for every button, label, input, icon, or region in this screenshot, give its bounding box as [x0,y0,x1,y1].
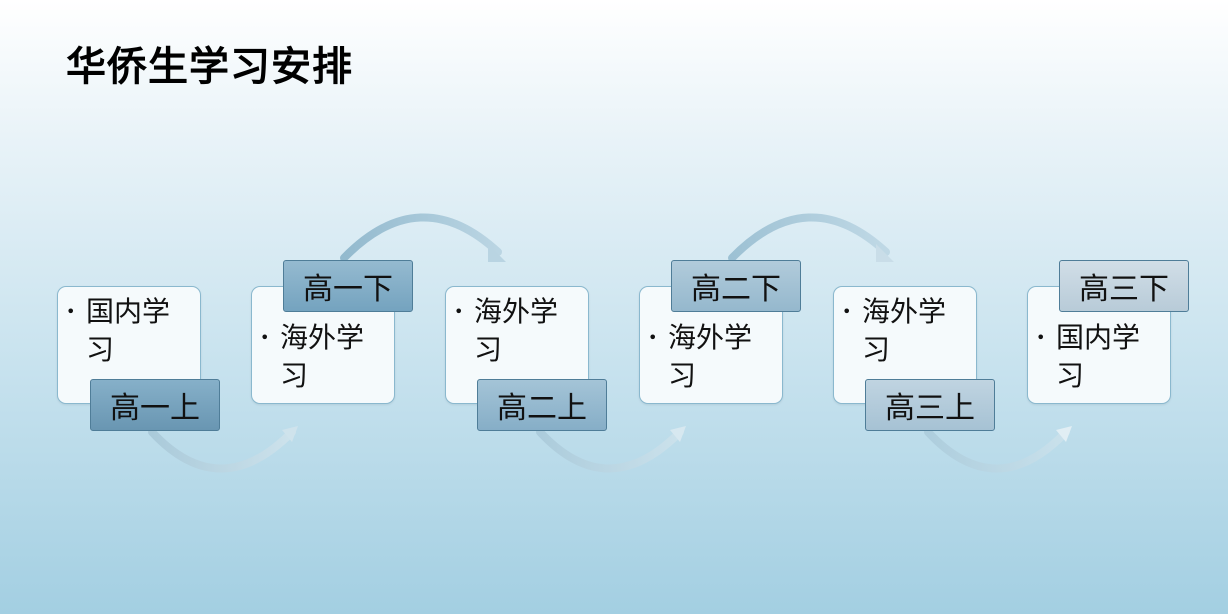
step-2-text: 海外学习 [280,321,365,392]
step-card-3-content: • 海外学习 [454,293,582,369]
arrow-lower-1 [148,428,296,473]
step-label-2-text: 高一下 [303,272,393,307]
bullet-icon: • [454,302,464,321]
arrow-upper-1-head [488,244,506,262]
step-label-4-text: 高二下 [691,272,781,307]
step-3-text: 海外学习 [474,295,559,366]
step-label-1-text: 高一上 [110,391,200,426]
bullet-icon: • [648,328,658,347]
arrow-upper-1 [340,213,502,262]
bullet-icon: • [1036,328,1046,347]
step-label-1: 高一上 [90,379,220,431]
arrow-lower-1-head [282,426,298,442]
step-5-text: 海外学习 [862,295,947,366]
step-card-5-content: • 海外学习 [842,293,970,369]
step-card-6-content: • 国内学习 [1036,319,1164,395]
arrow-lower-3-head [1056,426,1072,442]
step-card-4-content: • 海外学习 [648,319,776,395]
step-label-5-text: 高三上 [885,391,975,426]
arrow-lower-3 [924,428,1070,473]
step-label-3: 高二上 [477,379,607,431]
arrow-upper-2 [728,213,890,262]
bullet-icon: • [842,302,852,321]
step-card-2-content: • 海外学习 [260,319,388,395]
step-6-text: 国内学习 [1056,321,1141,392]
step-4-text: 海外学习 [668,321,753,392]
bullet-icon: • [260,328,270,347]
bullet-icon: • [66,302,76,321]
step-card-1-content: • 国内学习 [66,293,194,369]
page-title: 华侨生学习安排 [66,44,353,90]
step-label-2: 高一下 [283,260,413,312]
step-label-4: 高二下 [671,260,801,312]
arrow-lower-2 [536,428,684,473]
step-label-3-text: 高二上 [497,391,587,426]
step-1-text: 国内学习 [86,295,171,366]
step-label-6-text: 高三下 [1079,272,1169,307]
arrow-lower-2-head [670,426,686,442]
step-label-6: 高三下 [1059,260,1189,312]
step-label-5: 高三上 [865,379,995,431]
arrow-upper-2-head [876,244,894,262]
